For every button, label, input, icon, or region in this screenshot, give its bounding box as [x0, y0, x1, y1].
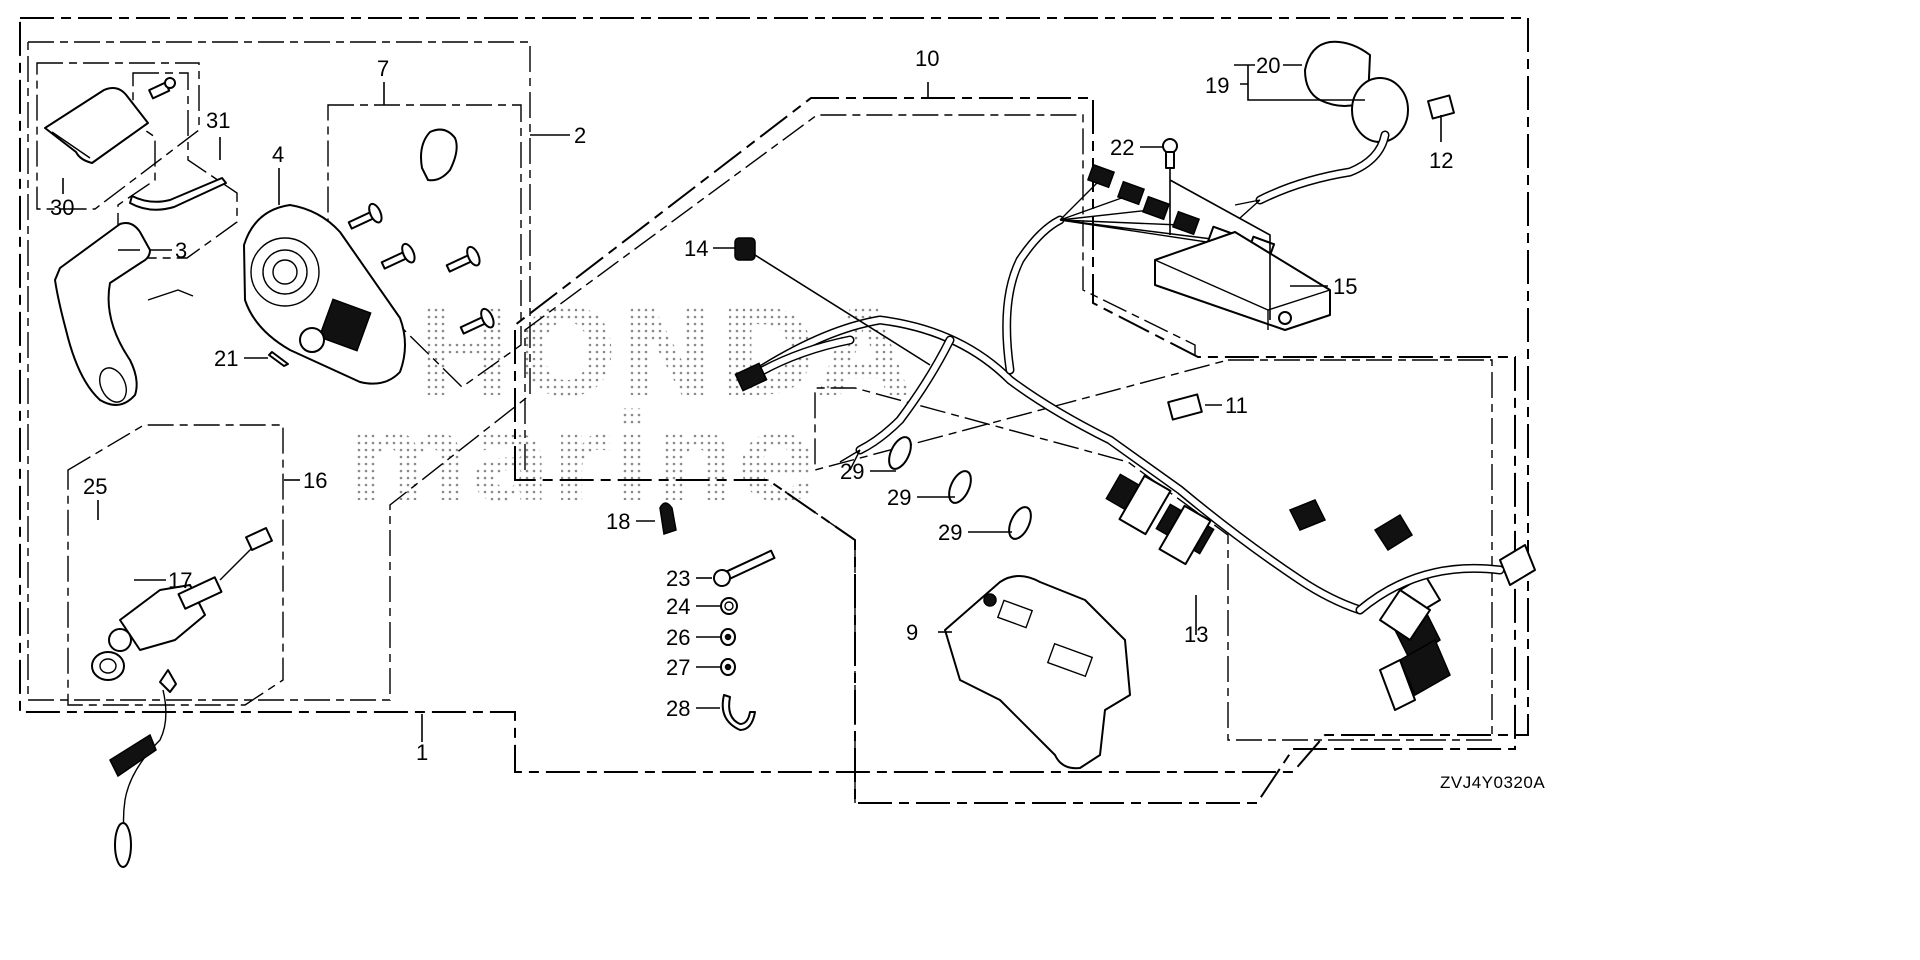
part-tapping-screw — [713, 549, 776, 587]
group-box-1 — [19, 17, 1529, 773]
callout-19[interactable]: 19 — [1205, 73, 1229, 98]
group-box-16 — [67, 424, 284, 706]
drawing-code: ZVJ4Y0320A — [1440, 773, 1545, 792]
callout-29b[interactable]: 29 — [887, 485, 911, 510]
part-connector-cap — [1167, 393, 1203, 421]
callout-31[interactable]: 31 — [206, 108, 230, 133]
callout-27[interactable]: 27 — [666, 655, 690, 680]
callout-29a[interactable]: 29 — [840, 459, 864, 484]
part-main-harness — [734, 163, 1536, 711]
callout-30[interactable]: 30 — [50, 195, 74, 220]
part-lever-cover — [44, 87, 149, 164]
part-flange-nut — [720, 597, 738, 615]
part-pin — [268, 351, 289, 367]
callout-11[interactable]: 11 — [1225, 393, 1248, 418]
callout-1[interactable]: 1 — [416, 740, 428, 765]
watermark: HONDA marine — [345, 285, 910, 529]
part-screw-set — [347, 128, 495, 335]
part-cable-ties — [888, 436, 1032, 540]
callout-22[interactable]: 22 — [1110, 135, 1134, 160]
callout-3[interactable]: 3 — [175, 238, 187, 263]
parts — [44, 40, 1536, 868]
callouts: 1 2 3 4 7 9 10 11 12 13 14 15 16 17 18 1… — [50, 46, 1453, 765]
part-control-unit — [1154, 231, 1331, 331]
callout-21[interactable]: 21 — [214, 346, 238, 371]
callout-26[interactable]: 26 — [666, 625, 690, 650]
part-small-cap — [1427, 94, 1455, 120]
callout-9[interactable]: 9 — [906, 620, 918, 645]
group-box-13 — [524, 114, 1493, 741]
leader-lines — [62, 64, 1442, 742]
part-harness-clip — [659, 502, 677, 535]
part-screw-small — [148, 77, 176, 100]
part-lanyard — [109, 669, 177, 868]
callout-14[interactable]: 14 — [684, 236, 708, 261]
callout-13[interactable]: 13 — [1184, 622, 1208, 647]
group-box-7 — [327, 104, 522, 388]
part-bracket-plate — [944, 575, 1131, 770]
part-lever-grip — [54, 222, 194, 406]
callout-15[interactable]: 15 — [1333, 274, 1357, 299]
group-box-9 — [767, 479, 856, 803]
callout-16[interactable]: 16 — [303, 468, 327, 493]
callout-4[interactable]: 4 — [272, 142, 284, 167]
part-connector — [734, 237, 756, 261]
part-stop-switch — [108, 527, 273, 652]
group-box-30 — [36, 62, 200, 210]
callout-25[interactable]: 25 — [83, 474, 107, 499]
part-bolt — [1162, 138, 1178, 169]
callout-2[interactable]: 2 — [574, 123, 586, 148]
callout-20[interactable]: 20 — [1256, 53, 1280, 78]
callout-28[interactable]: 28 — [666, 696, 690, 721]
callout-18[interactable]: 18 — [606, 509, 630, 534]
part-buzzer — [1234, 40, 1409, 219]
watermark-line2: marine — [345, 390, 818, 529]
callout-10[interactable]: 10 — [915, 46, 939, 71]
part-band-clamp — [721, 694, 756, 731]
callout-24[interactable]: 24 — [666, 594, 690, 619]
part-switch-nut — [91, 651, 125, 681]
watermark-line1: HONDA — [415, 285, 910, 424]
callout-29c[interactable]: 29 — [938, 520, 962, 545]
part-washer-27 — [720, 658, 736, 676]
part-cover-trim — [129, 177, 227, 211]
part-control-box-cover — [243, 204, 406, 385]
callout-7[interactable]: 7 — [377, 56, 389, 81]
callout-12[interactable]: 12 — [1429, 148, 1453, 173]
callout-17[interactable]: 17 — [168, 568, 192, 593]
part-washer-26 — [720, 628, 736, 646]
group-box-2 — [27, 41, 531, 701]
callout-23[interactable]: 23 — [666, 566, 690, 591]
